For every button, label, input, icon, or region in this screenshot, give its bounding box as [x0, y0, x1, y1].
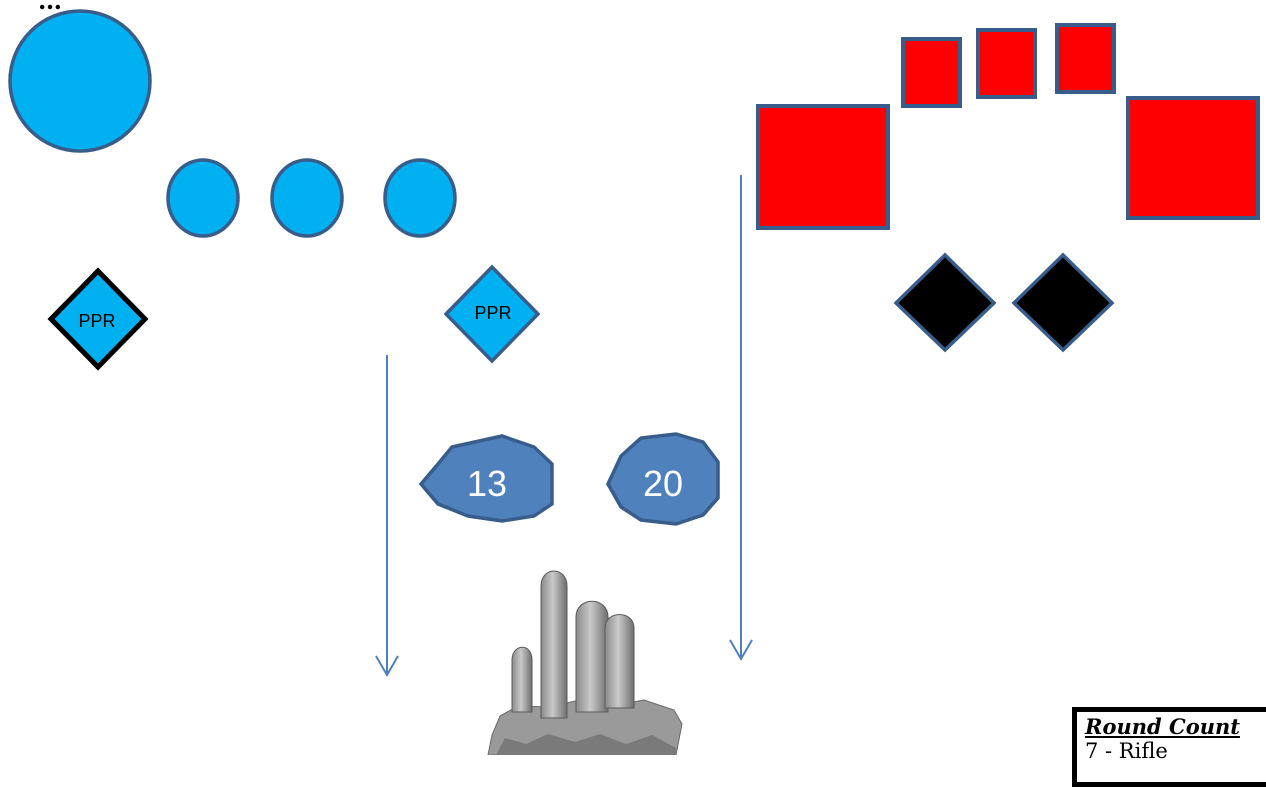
diagram-canvas: PPR PPR 13 20 [8, 9, 1260, 755]
small-blue-circle-3 [383, 158, 457, 238]
ppr-right-diamond: PPR [443, 264, 541, 364]
play-diagram: … PPR PPR [8, 0, 1266, 787]
red-square-large-left [756, 104, 890, 230]
large-blue-circle [8, 9, 152, 153]
octagon-20-label: 20 [643, 463, 683, 504]
red-square-small-1 [901, 37, 962, 108]
black-diamond-left [893, 252, 997, 353]
round-count-title: Round Count [1085, 714, 1240, 739]
black-diamond-right [1011, 252, 1115, 353]
arrow-right [729, 175, 753, 661]
cactus-image [487, 570, 683, 755]
small-blue-circle-2 [270, 158, 344, 238]
octagon-13-label: 13 [467, 463, 507, 504]
ppr-right-label: PPR [474, 303, 511, 323]
red-square-large-right [1126, 96, 1260, 220]
ppr-left-diamond: PPR [47, 267, 149, 371]
ppr-left-label: PPR [78, 311, 115, 331]
small-blue-circle-1 [166, 158, 240, 238]
octagon-20: 20 [606, 432, 720, 526]
round-count-box: Round Count 7 - Rifle [1072, 707, 1266, 787]
top-cut-text: … [38, 0, 62, 15]
round-count-line-1: 7 - Rifle [1085, 739, 1168, 763]
red-square-small-2 [976, 28, 1037, 99]
octagon-13: 13 [418, 434, 554, 523]
red-square-small-3 [1055, 23, 1116, 94]
arrow-left [375, 355, 399, 677]
